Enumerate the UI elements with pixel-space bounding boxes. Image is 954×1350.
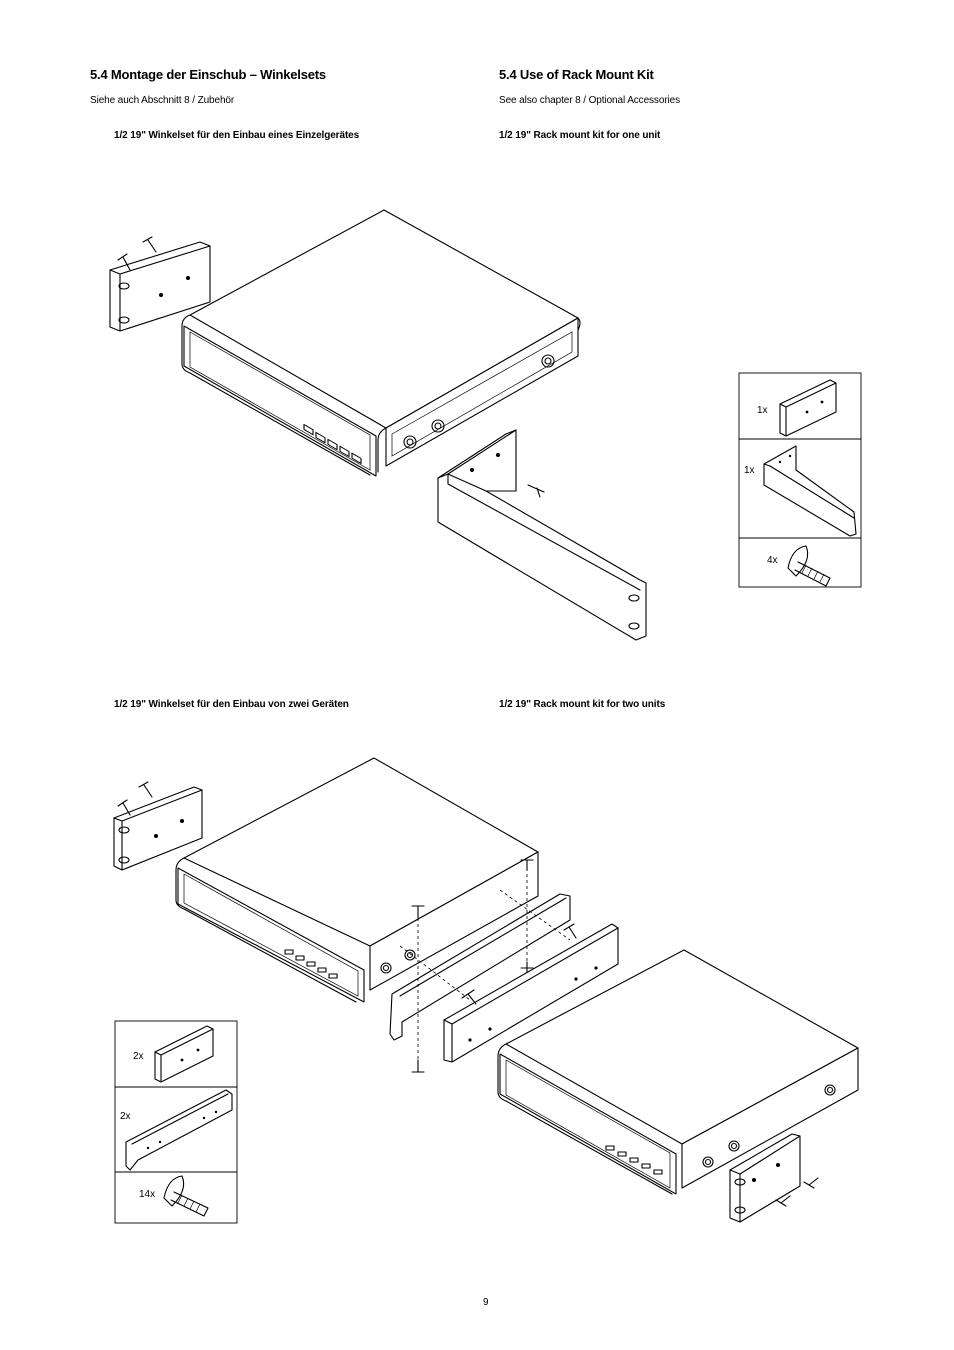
screw-right xyxy=(527,484,545,498)
parts-list-kit-one xyxy=(738,372,862,588)
see-also-de: Siehe auch Abschnitt 8 / Zubehör xyxy=(90,95,235,106)
short-bracket-upper-left xyxy=(113,781,203,871)
parts-list-kit-two xyxy=(114,1020,238,1224)
short-bracket-lower-right xyxy=(729,1133,819,1223)
caption-two-units-de: 1/2 19" Winkelset für den Einbau von zwe… xyxy=(114,699,349,710)
heading-en: 5.4 Use of Rack Mount Kit xyxy=(499,67,654,82)
caption-one-unit-de: 1/2 19" Winkelset für den Einbau eines E… xyxy=(114,130,360,141)
kit-one-short-bracket-qty: 1x xyxy=(757,405,768,416)
assembly-guides xyxy=(399,859,577,1073)
kit-two-joiner-qty: 2x xyxy=(120,1111,131,1122)
single-unit-device xyxy=(181,209,581,477)
kit-two-short-bracket-qty: 2x xyxy=(133,1051,144,1062)
page-number: 9 xyxy=(483,1297,489,1308)
caption-one-unit-en: 1/2 19" Rack mount kit for one unit xyxy=(499,130,661,141)
joiner-brackets xyxy=(389,893,619,1063)
heading-de: 5.4 Montage der Einschub – Winkelsets xyxy=(90,67,326,82)
kit-one-long-bracket-qty: 1x xyxy=(744,465,755,476)
short-bracket-left xyxy=(109,241,211,332)
caption-two-units-en: 1/2 19" Rack mount kit for two units xyxy=(499,699,666,710)
kit-one-screw-qty: 4x xyxy=(767,555,778,566)
lower-device xyxy=(497,949,859,1195)
long-bracket xyxy=(437,429,647,641)
kit-two-screw-qty: 14x xyxy=(139,1189,156,1200)
upper-device xyxy=(175,757,539,1003)
screws-top-left xyxy=(117,236,157,271)
see-also-en: See also chapter 8 / Optional Accessorie… xyxy=(499,95,681,106)
